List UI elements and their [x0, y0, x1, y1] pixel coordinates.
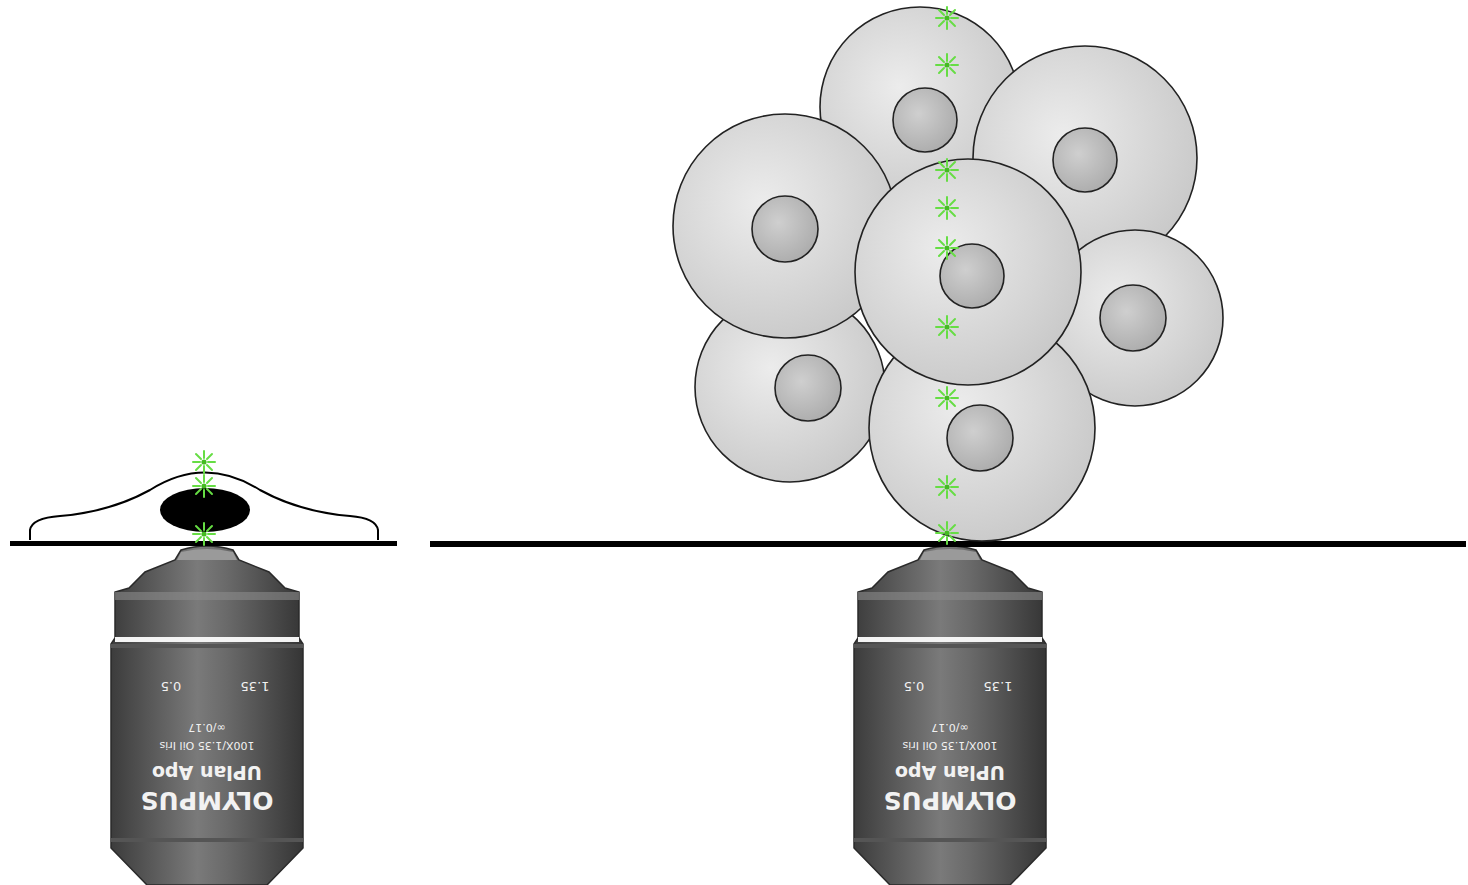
aperture-mark: 1.35 [984, 680, 1013, 693]
lens-model: UPlan Apo [152, 763, 262, 782]
focal-points [936, 7, 958, 544]
aperture-mark: 0.5 [904, 680, 925, 693]
objective-lens [854, 546, 1046, 885]
lens-spec: ∞/0.17 [188, 722, 225, 733]
lens-model: UPlan Apo [895, 763, 1005, 782]
focal-point [193, 475, 215, 497]
aperture-mark: 1.35 [241, 680, 270, 693]
focal-point [193, 451, 215, 473]
lens-spec: 100X/1.35 Oil Iris [902, 740, 997, 751]
lens-spec: 100X/1.35 Oil Iris [159, 740, 254, 751]
focal-point [193, 523, 215, 545]
objective-lens [111, 546, 303, 885]
brand-name: OLYMPUS [884, 788, 1017, 813]
lens-spec: ∞/0.17 [931, 722, 968, 733]
brand-name: OLYMPUS [141, 788, 274, 813]
cell-aggregate [673, 7, 1223, 541]
aperture-mark: 0.5 [161, 680, 182, 693]
